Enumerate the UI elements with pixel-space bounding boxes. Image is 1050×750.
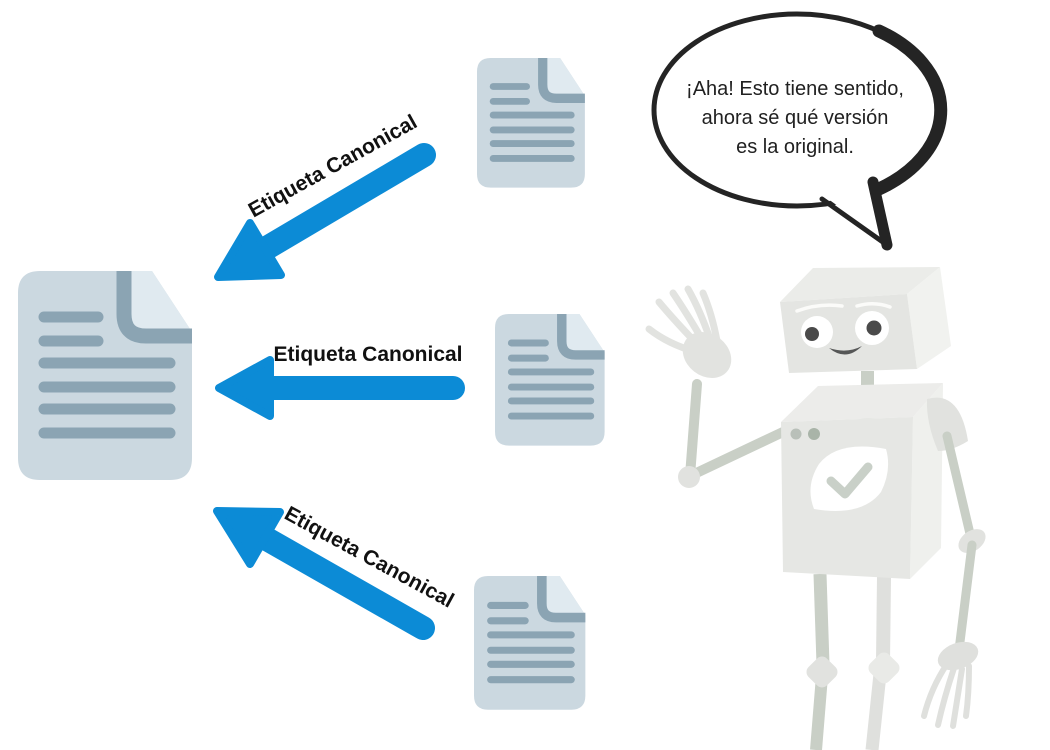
robot-body-dot-1 bbox=[790, 428, 802, 440]
robot-shoulder bbox=[926, 397, 968, 451]
robot-knee-right bbox=[868, 652, 900, 684]
robot-hand-waving bbox=[645, 285, 732, 379]
robot-body-dot-2 bbox=[808, 428, 820, 440]
robot-body bbox=[781, 383, 943, 579]
speech-bubble: ¡Aha! Esto tiene sentido, ahora sé qué v… bbox=[651, 11, 948, 251]
speech-bubble-line-1: ¡Aha! Esto tiene sentido, bbox=[686, 78, 904, 100]
robot-mascot bbox=[645, 267, 986, 750]
robot-arm-hanging bbox=[921, 397, 986, 729]
robot-eyebrow-right bbox=[855, 302, 892, 309]
robot-arm-waving bbox=[645, 285, 788, 488]
robot-knee-left bbox=[806, 656, 838, 688]
duplicate-document-icon-bottom bbox=[474, 576, 585, 710]
canonical-document-icon bbox=[18, 271, 192, 480]
robot-check-emblem bbox=[810, 446, 889, 511]
robot-pupil-left bbox=[805, 327, 819, 341]
canonical-arrow-top bbox=[214, 143, 436, 281]
check-icon bbox=[826, 462, 873, 499]
robot-eyebrow-left bbox=[795, 303, 844, 313]
robot-legs bbox=[806, 573, 900, 750]
duplicate-document-icon-middle bbox=[495, 314, 605, 446]
robot-pupil-right bbox=[866, 320, 882, 336]
robot-hand-hanging bbox=[921, 641, 979, 729]
canonical-arrow-bottom bbox=[213, 507, 435, 640]
robot-head bbox=[780, 267, 951, 373]
speech-bubble-thick-rim bbox=[872, 24, 948, 196]
speech-bubble-line-2: ahora sé qué versión bbox=[702, 107, 889, 129]
speech-bubble-line-3: es la original. bbox=[736, 136, 854, 158]
speech-bubble-tail bbox=[819, 196, 890, 248]
robot-mouth bbox=[829, 346, 862, 355]
canonical-arrow-middle bbox=[215, 356, 465, 420]
arrow-label-middle: Etiqueta Canonical bbox=[273, 343, 462, 366]
duplicate-document-icon-top bbox=[477, 58, 585, 188]
